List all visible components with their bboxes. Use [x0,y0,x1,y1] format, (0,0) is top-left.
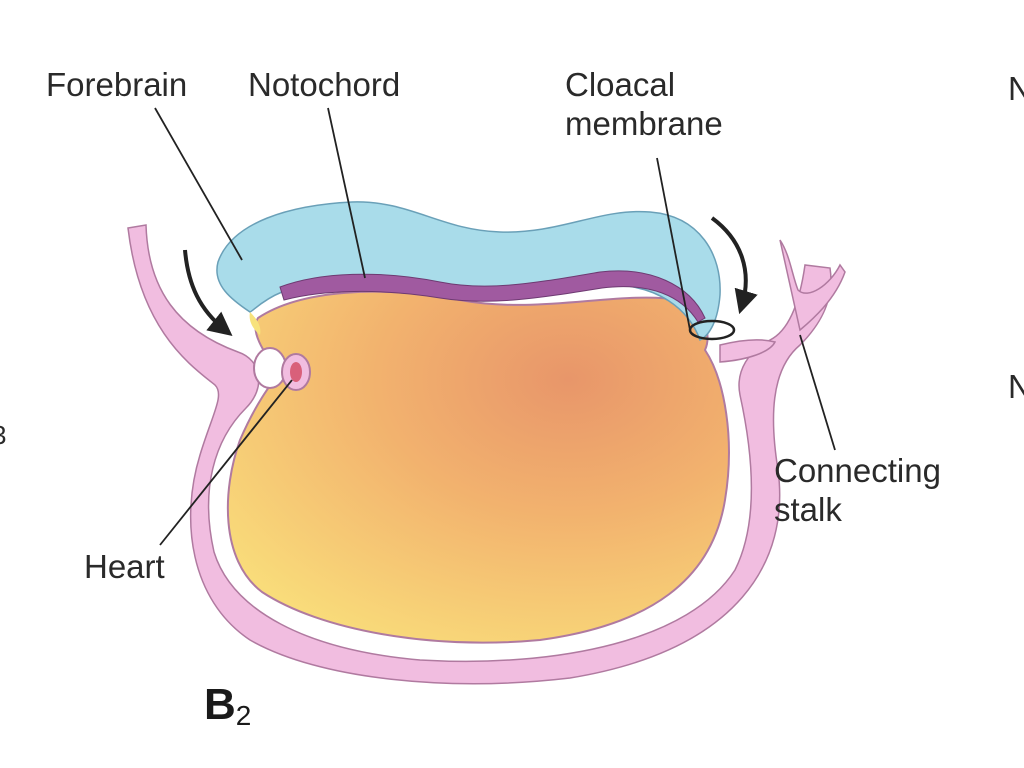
leader-forebrain [154,107,243,261]
fold-arrow-left [183,249,233,336]
label-cloacal-line1: Cloacal [565,66,676,103]
edge-text-right-top: N [1008,70,1024,107]
label-connecting-line1: Connecting [774,452,941,489]
panel-subscript: 2 [235,700,252,731]
label-cloacal-line2: membrane [565,104,723,142]
leader-cloacal [656,157,691,331]
label-cloacal-membrane: Cloacal membrane [565,66,723,144]
yolk-sac [226,290,730,644]
ectoderm-layer [127,224,846,685]
fold-arrow-right [710,216,758,315]
edge-text-right-mid: N [1008,368,1024,405]
label-connecting-stalk: Connecting stalk [774,452,941,530]
label-notochord: Notochord [248,66,401,103]
panel-letter: B [204,680,236,729]
label-forebrain: Forebrain [46,66,188,103]
leader-connecting [799,334,836,451]
label-heart: Heart [84,548,165,585]
heart-structure [253,347,311,391]
oral-membrane [249,312,261,335]
leader-heart [159,379,293,546]
label-connecting-line2: stalk [774,490,842,528]
notochord [279,270,706,323]
panel-label: B2 [204,680,251,732]
edge-text-left-mid: 3 [0,420,6,451]
leader-notochord [327,107,366,279]
